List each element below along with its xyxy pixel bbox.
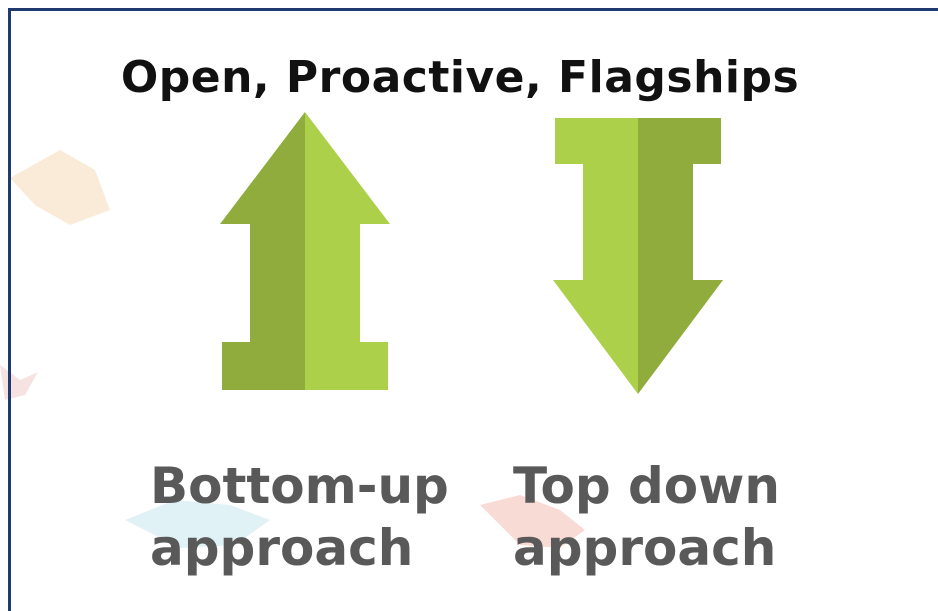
bottom-up-caption: Bottom-up approach bbox=[150, 455, 449, 579]
slide-frame bbox=[8, 8, 938, 611]
slide-title: Open, Proactive, Flagships bbox=[120, 52, 800, 103]
top-down-caption: Top down approach bbox=[513, 455, 780, 579]
decor-bird-shape-4 bbox=[480, 495, 585, 548]
up-arrow-dark-half bbox=[220, 112, 305, 390]
down-arrow-light-half bbox=[553, 118, 638, 394]
top-down-caption-line1: Top down bbox=[513, 457, 780, 515]
decor-bird-shape-1 bbox=[10, 150, 110, 225]
bottom-up-caption-line1: Bottom-up bbox=[150, 457, 449, 515]
top-down-caption-line2: approach bbox=[513, 519, 777, 577]
up-arrow-light-half bbox=[305, 112, 390, 390]
bottom-up-caption-line2: approach bbox=[150, 519, 414, 577]
down-arrow-icon bbox=[553, 118, 723, 394]
down-arrow-dark-half bbox=[638, 118, 723, 394]
decor-bird-shape-3 bbox=[125, 500, 270, 548]
up-arrow-icon bbox=[220, 112, 390, 390]
